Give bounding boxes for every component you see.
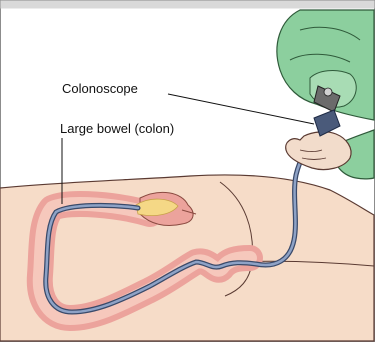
- large-bowel-label: Large bowel (colon): [60, 121, 174, 136]
- colonoscope-label: Colonoscope: [62, 81, 138, 96]
